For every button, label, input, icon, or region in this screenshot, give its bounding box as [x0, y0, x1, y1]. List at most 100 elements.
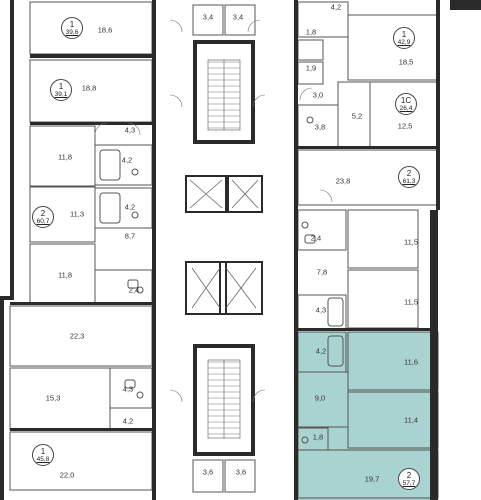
- room-outline: [347, 209, 419, 269]
- room-area: 3,8: [314, 122, 326, 132]
- wall: [193, 452, 255, 456]
- room-outline: [29, 1, 153, 55]
- wall: [193, 40, 197, 144]
- apartment-rooms: 2: [40, 209, 46, 218]
- door-swing: [299, 87, 313, 101]
- door-swing: [169, 389, 183, 403]
- room-area: 4,2: [124, 202, 136, 212]
- door-swing: [169, 19, 183, 33]
- elevator-cross: [189, 179, 223, 209]
- wall: [298, 146, 438, 149]
- toilet: [131, 211, 139, 219]
- sink: [124, 379, 136, 389]
- apartment-rooms: 1С: [400, 96, 412, 105]
- room-area: 3,6: [202, 467, 214, 477]
- door-swing: [94, 122, 108, 136]
- apartment-rooms: 1: [69, 20, 75, 29]
- elevator-shaft: [185, 175, 227, 213]
- room-area: 11,6: [403, 357, 419, 367]
- wall: [193, 344, 197, 456]
- wall: [30, 54, 152, 58]
- room-area: 1,9: [305, 63, 317, 73]
- room-area: 4,2: [315, 346, 327, 356]
- room-area: 5,2: [351, 111, 363, 121]
- apartment-badge[interactable]: 1 39,6: [61, 17, 83, 39]
- apartment-area: 61,3: [402, 178, 416, 185]
- apartment-badge[interactable]: 2 61,3: [398, 166, 420, 188]
- room-area: 3,4: [232, 12, 244, 22]
- apartment-badge[interactable]: 1 45,8: [32, 444, 54, 466]
- wall: [193, 140, 255, 144]
- toilet: [136, 391, 144, 399]
- wall: [430, 210, 438, 500]
- room-area: 11,5: [403, 297, 419, 307]
- room-area: 4,3: [124, 125, 136, 135]
- room-outline: [347, 14, 439, 81]
- toilet: [301, 221, 309, 229]
- room-area: 18,6: [97, 25, 113, 35]
- wall: [152, 0, 156, 500]
- room-area: 11,5: [403, 237, 419, 247]
- apartment-badge[interactable]: 1 42,9: [393, 27, 415, 49]
- room-area: 1,8: [312, 432, 324, 442]
- wall: [251, 40, 255, 144]
- door-swing: [252, 389, 266, 403]
- room-area: 4,3: [315, 305, 327, 315]
- door-swing: [319, 189, 333, 203]
- wall: [450, 0, 481, 10]
- room-area: 22,3: [69, 331, 85, 341]
- elevator-shaft: [227, 175, 263, 213]
- bathtub: [99, 149, 121, 181]
- room-area: 4,3: [122, 384, 134, 394]
- room-area: 8,7: [124, 231, 136, 241]
- room-outline: [297, 39, 324, 61]
- apartment-badge[interactable]: 1 39,1: [50, 79, 72, 101]
- apartment-area: 39,6: [65, 29, 79, 36]
- wall: [294, 0, 298, 500]
- room-area: 4,2: [330, 2, 342, 12]
- apartment-area: 57,7: [402, 480, 416, 487]
- apartment-rooms: 2: [406, 471, 412, 480]
- toilet: [301, 436, 309, 444]
- apartment-badge[interactable]: 1С 26,4: [395, 93, 417, 115]
- apartment-area: 42,9: [397, 39, 411, 46]
- core-room: [192, 4, 224, 36]
- elevator-shaft: [185, 261, 227, 315]
- room-area: 1,8: [305, 27, 317, 37]
- core-room: [192, 459, 224, 493]
- wall: [10, 428, 152, 431]
- room-outline: [94, 144, 153, 186]
- apartment-badge[interactable]: 2 60,7: [32, 206, 54, 228]
- room-area: 3,4: [202, 12, 214, 22]
- door-swing: [247, 19, 261, 33]
- apartment-area: 26,4: [399, 105, 413, 112]
- door-swing: [169, 94, 183, 108]
- room-area: 11,8: [57, 152, 73, 162]
- room-area: 11,8: [57, 270, 73, 280]
- room-area: 2,4: [128, 285, 140, 295]
- wall: [0, 300, 4, 500]
- room-area: 11,3: [69, 209, 85, 219]
- room-area: 18,8: [81, 83, 97, 93]
- room-area: 22,0: [59, 470, 75, 480]
- door-swing: [252, 94, 266, 108]
- wall: [193, 344, 255, 348]
- elevator-cross: [231, 179, 259, 209]
- wall: [10, 0, 14, 300]
- room-area: 15,3: [45, 393, 61, 403]
- bathtub: [327, 297, 344, 327]
- sink: [304, 234, 316, 244]
- apartment-area: 39,1: [54, 91, 68, 98]
- elevator-cross: [225, 267, 257, 309]
- apartment-badge[interactable]: 2 57,7: [398, 468, 420, 490]
- room-area: 3,0: [312, 90, 324, 100]
- apartment-area: 45,8: [36, 456, 50, 463]
- room-area: 9,0: [314, 393, 326, 403]
- wall: [30, 122, 152, 125]
- room-outline: [94, 187, 153, 229]
- room-area: 19,7: [364, 474, 380, 484]
- room-area: 4,2: [122, 416, 134, 426]
- wall: [0, 296, 14, 300]
- sink: [127, 279, 139, 289]
